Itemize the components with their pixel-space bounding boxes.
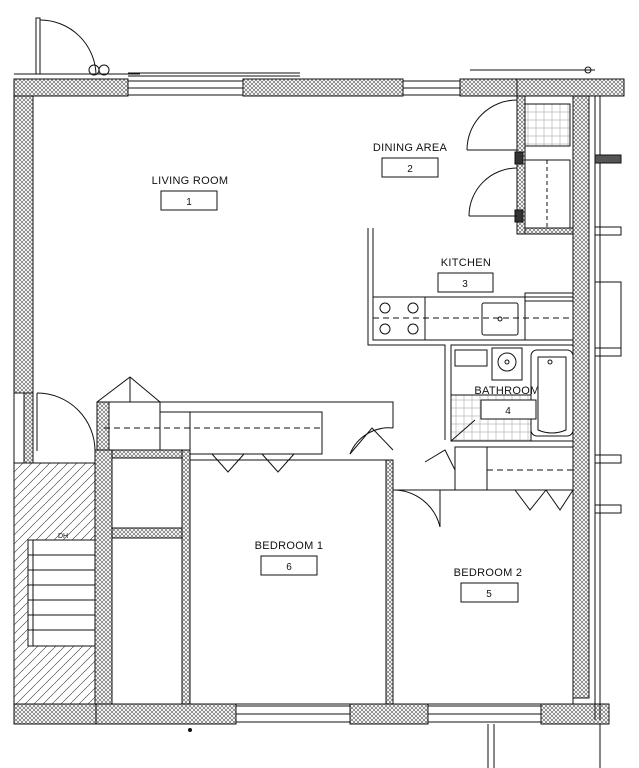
bedroom2-walls [392,446,574,705]
room-number-kitchen: 3 [462,279,468,290]
central-closets [96,376,394,473]
room-number-living: 1 [186,197,192,208]
room-labels: LIVING ROOM 1 DINING AREA 2 KITCHEN 3 BA… [152,142,539,603]
living-side-door [36,392,96,452]
room-name-living: LIVING ROOM [152,175,229,187]
room-number-dining: 2 [407,164,413,175]
room-number-bedroom1: 6 [286,562,292,573]
room-name-bedroom2: BEDROOM 2 [454,567,523,579]
bathroom [450,344,574,442]
hall-closets [111,449,191,705]
exterior-railing [128,66,595,77]
room-name-bedroom1: BEDROOM 1 [255,540,324,552]
bottom-exterior [188,724,601,768]
right-exterior [594,96,622,720]
stair-hatched-area [13,462,97,725]
room-name-kitchen: KITCHEN [441,257,491,269]
bottom-windows [235,705,542,723]
room-number-bedroom2: 5 [486,589,492,600]
room-name-bathroom: BATHROOM [474,385,539,397]
room-name-dining: DINING AREA [373,142,448,154]
top-windows [127,80,461,96]
dh-label: DH [58,533,68,540]
entry-door [14,17,140,76]
dining-pantry [466,95,574,235]
kitchen [367,228,574,440]
room-number-bathroom: 4 [505,406,511,417]
